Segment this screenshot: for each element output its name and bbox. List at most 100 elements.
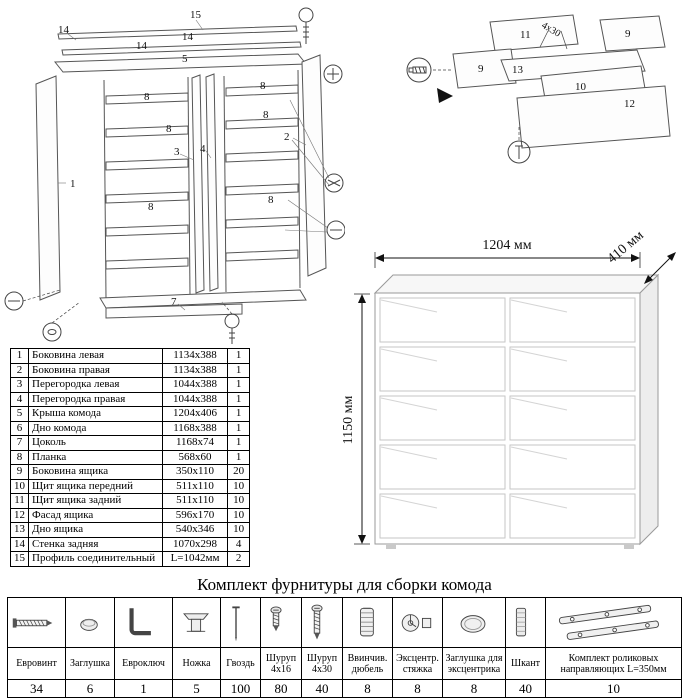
part-qty: 4 (227, 536, 250, 552)
part-size: 1044x388 (161, 377, 229, 393)
width-dimension-label: 1204 мм (482, 238, 531, 253)
part-size: 511x110 (161, 493, 229, 509)
dowel-insert-icon (360, 607, 374, 636)
drawer-slides-icon-cell (545, 597, 682, 648)
label-part-5: 5 (182, 53, 188, 65)
part-number: 13 (10, 522, 29, 538)
label-part-8: 8 (268, 194, 274, 206)
part-number: 3 (10, 377, 29, 393)
hardware-qty: 8 (392, 679, 443, 698)
cam-lock-icon-cell (392, 597, 443, 648)
dresser-legs (386, 544, 634, 549)
dimension-arrows (354, 252, 674, 545)
part-qty: 10 (227, 493, 250, 509)
part-size: L=1042мм (161, 551, 229, 567)
part-name: Крыша комода (28, 406, 163, 422)
part-size: 350x110 (161, 464, 229, 480)
part-size: 511x110 (161, 478, 229, 494)
cam-lock-icon (401, 613, 432, 632)
height-dimension-label: 1150 мм (341, 396, 356, 445)
cap-icon (80, 618, 98, 631)
hardware-name: Ввинчив. дюбель (342, 647, 393, 680)
part-name: Стенка задняя (28, 536, 163, 552)
foot-icon (183, 612, 209, 632)
drawer-handle-lines (380, 299, 568, 509)
screw-4x16-icon-cell (260, 597, 302, 648)
label-part-8: 8 (263, 109, 269, 121)
cap-icon-cell (65, 597, 115, 648)
part-name: Боковина ящика (28, 464, 163, 480)
hardware-table: Евровинт Заглушка Евроключ Ножка Гвоздь … (7, 597, 682, 698)
part-size: 1134x388 (161, 348, 229, 364)
fastener-callout-icons (4, 7, 345, 344)
nail-callout-icon (507, 140, 531, 164)
part-number: 14 (10, 536, 29, 552)
part-size: 1168x74 (161, 435, 229, 451)
part-name: Перегородка правая (28, 391, 163, 407)
bottom-screw-callout-icon (224, 313, 240, 329)
eurovint-callout-icon (406, 57, 432, 83)
part-name: Дно ящика (28, 522, 163, 538)
label-part-8: 8 (260, 80, 266, 92)
eurovint-callout-icon (298, 7, 314, 23)
part-name: Щит ящика задний (28, 493, 163, 509)
screw-4x30-icon-cell (301, 597, 343, 648)
screw-4x16-icon (270, 605, 282, 631)
part-qty: 1 (227, 362, 250, 378)
part-size: 568x60 (161, 449, 229, 465)
label-part-3: 3 (174, 146, 180, 158)
exploded-part-labels: 15 14 14 14 5 1 2 3 4 7 8 8 8 8 8 8 (58, 9, 290, 308)
part-qty: 1 (227, 435, 250, 451)
part-number: 5 (10, 406, 29, 422)
label-part-11: 11 (520, 29, 531, 41)
label-part-2: 2 (284, 131, 290, 143)
part-number: 2 (10, 362, 29, 378)
carcass-panels (35, 25, 327, 319)
drawer-assembly-diagram: 11 9 9 13 10 12 4x30 (406, 14, 671, 164)
label-part-7: 7 (171, 296, 177, 308)
label-part-15: 15 (190, 9, 202, 21)
part-qty: 1 (227, 420, 250, 436)
screw-4x30-icon (311, 604, 323, 640)
label-part-4: 4 (200, 143, 206, 155)
hardware-qty: 6 (65, 679, 115, 698)
dimension-arrowheads (358, 252, 676, 544)
part-qty: 1 (227, 348, 250, 364)
hardware-icons-row (7, 597, 682, 648)
label-part-13: 13 (512, 64, 524, 76)
part-name: Дно комода (28, 420, 163, 436)
label-part-14: 14 (182, 31, 194, 43)
hardware-name: Заглушка для эксцентрика (442, 647, 506, 680)
hardware-qty: 34 (7, 679, 66, 698)
part-qty: 1 (227, 377, 250, 393)
part-name: Щит ящика передний (28, 478, 163, 494)
part-size: 1204x406 (161, 406, 229, 422)
cap-callout-icon (42, 322, 62, 342)
part-number: 6 (10, 420, 29, 436)
label-part-8: 8 (144, 91, 150, 103)
hardware-qty: 100 (220, 679, 261, 698)
exploded-assembly-diagram: 15 14 14 14 5 1 2 3 4 7 8 8 8 8 8 8 (4, 7, 345, 344)
part-qty: 10 (227, 507, 250, 523)
part-name: Фасад ящика (28, 507, 163, 523)
hardware-name: Шуруп 4x16 (260, 647, 302, 680)
nail-icon-cell (220, 597, 261, 648)
dowel-insert-icon-cell (342, 597, 393, 648)
drawer-panels (452, 14, 671, 149)
hardware-qty: 5 (172, 679, 221, 698)
drawer-slides-icon (558, 604, 659, 640)
foot-icon-cell (172, 597, 221, 648)
part-size: 1134x388 (161, 362, 229, 378)
part-qty: 2 (227, 551, 250, 567)
